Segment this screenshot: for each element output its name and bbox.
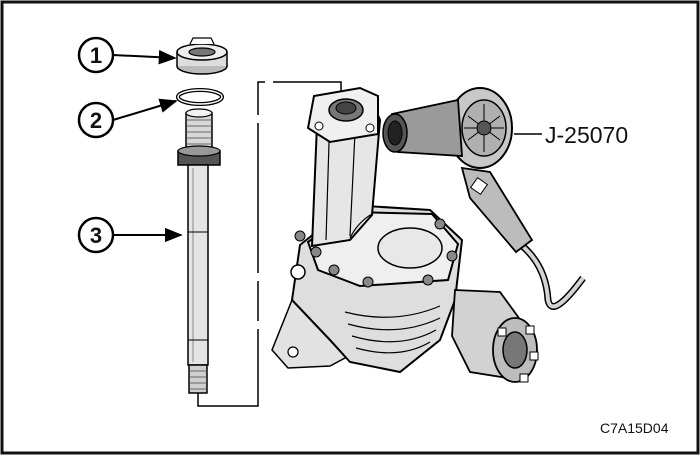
installation-path-line (197, 81, 342, 407)
callout-arrow (112, 50, 177, 65)
callout-3: 3 (77, 216, 183, 254)
callout-number: 2 (90, 108, 102, 133)
callout-1: 1 (77, 36, 177, 74)
axle-shaft-part (177, 108, 221, 394)
callout-2: 2 (77, 98, 178, 139)
differential-housing (271, 86, 539, 383)
seal-part (176, 37, 228, 75)
snap-ring-part (176, 88, 224, 106)
callout-arrow (112, 98, 178, 121)
heat-gun-tool (382, 87, 586, 310)
callout-number: 1 (90, 43, 102, 68)
callout-number: 3 (90, 223, 102, 248)
figure-code: C7A15D04 (600, 420, 669, 436)
tool-label: J-25070 (545, 122, 628, 148)
